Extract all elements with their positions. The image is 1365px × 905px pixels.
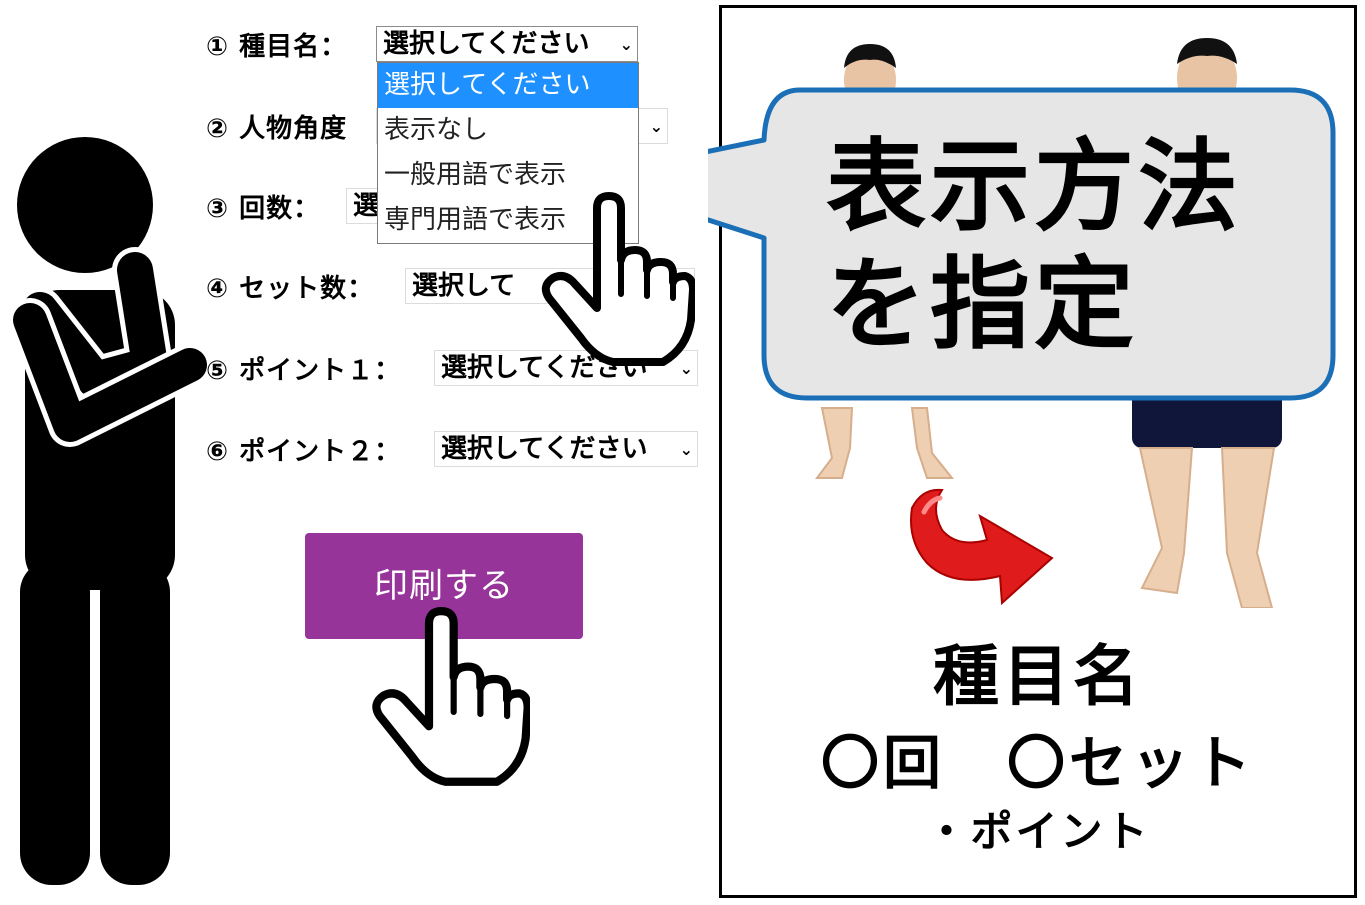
dropdown-option-general-terms[interactable]: 一般用語で表示 <box>384 160 567 190</box>
reps-select-value: 選 <box>353 191 380 221</box>
preview-reps-sets: 〇回 〇セット <box>820 729 1255 797</box>
row-point2: ⑥ ポイント２： <box>206 429 401 469</box>
row-exercise-name: ① 種目名： <box>206 24 347 64</box>
dropdown-option-technical-terms[interactable]: 専門用語で表示 <box>384 205 567 235</box>
exercise-name-select-value: 選択してください <box>383 29 590 59</box>
row-point1: ⑤ ポイント１： <box>206 348 401 388</box>
pointing-hand-icon <box>372 607 530 786</box>
exercise-name-label: ① 種目名： <box>206 31 348 62</box>
print-button[interactable]: 印刷する <box>305 533 583 639</box>
preview-exercise-title: 種目名 <box>933 638 1143 715</box>
pointing-hand-icon <box>541 192 695 366</box>
callout-line1: 表示方法 <box>826 128 1242 245</box>
preview-point: ・ポイント <box>925 807 1151 856</box>
curved-arrow-icon <box>910 488 1054 606</box>
dropdown-option-hide[interactable]: 表示なし <box>384 115 489 145</box>
point2-select-value: 選択してください <box>441 434 648 464</box>
exercise-name-select[interactable]: 選択してください ⌄ <box>376 26 638 62</box>
sets-select-value: 選択して <box>412 271 516 301</box>
point1-select[interactable]: 選択してください ⌄ <box>434 350 698 386</box>
point2-label: ⑥ ポイント２： <box>206 436 402 467</box>
point2-select[interactable]: 選択してください ⌄ <box>434 431 698 467</box>
thinking-person-icon <box>8 137 210 885</box>
point1-label: ⑤ ポイント１： <box>206 355 402 386</box>
row-sets: ④ セット数： <box>206 266 374 306</box>
row-reps: ③ 回数： <box>206 186 320 226</box>
row-person-angle: ② 人物角度 <box>206 106 347 146</box>
callout-bubble <box>708 87 1336 401</box>
person-angle-label: ② 人物角度 <box>206 113 348 144</box>
chevron-down-icon: ⌄ <box>649 117 663 136</box>
reps-label: ③ 回数： <box>206 193 321 224</box>
chevron-down-icon: ⌄ <box>679 440 693 459</box>
chevron-down-icon: ⌄ <box>679 359 693 378</box>
callout-text: 表示方法 を指定 <box>826 128 1316 364</box>
sets-label: ④ セット数： <box>206 273 375 304</box>
exercise-name-dropdown-list: 選択してください 表示なし 一般用語で表示 専門用語で表示 <box>377 62 639 244</box>
chevron-down-icon: ⌄ <box>619 35 633 54</box>
callout-line2: を指定 <box>826 246 1138 363</box>
dropdown-option-select[interactable]: 選択してください <box>378 63 638 108</box>
